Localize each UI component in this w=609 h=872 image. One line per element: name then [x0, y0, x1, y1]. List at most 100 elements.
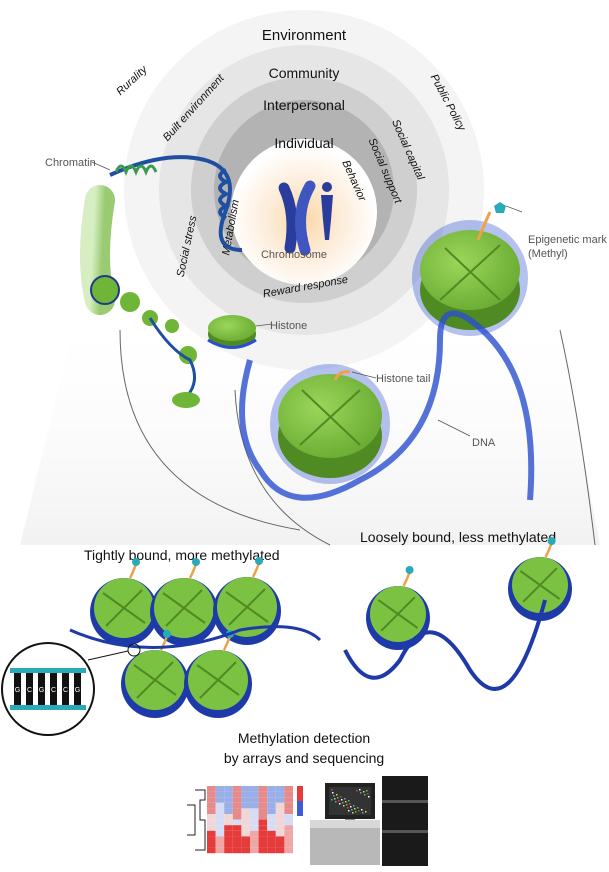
- heatmap-cell: [275, 802, 285, 809]
- heatmap-cell: [275, 830, 285, 837]
- heatmap-cell: [241, 842, 250, 848]
- methyl-mark-icon: [192, 558, 200, 566]
- heatmap-cell: [258, 808, 268, 814]
- heatmap-cell: [207, 797, 216, 803]
- sequencer-dot: [350, 806, 352, 808]
- loose-nucleosome: [508, 537, 572, 621]
- heatmap-cell: [275, 847, 285, 854]
- heatmap-cell: [250, 819, 259, 826]
- heatmap-cell: [258, 819, 268, 826]
- heatmap-cell: [224, 830, 233, 837]
- heatmap-cell: [215, 791, 225, 798]
- heatmap-cell: [224, 847, 233, 854]
- heatmap-cell: [284, 819, 293, 826]
- tight-cluster: [90, 557, 281, 718]
- sequencer-dot: [332, 792, 334, 794]
- heatmap-cell: [207, 830, 216, 837]
- heatmap-cell: [267, 836, 276, 842]
- heatmap-cell: [250, 830, 259, 837]
- sequencer-dot: [337, 797, 339, 799]
- sequencer-dot: [363, 791, 365, 793]
- heatmap-cell: [207, 825, 216, 831]
- base-pair: [74, 673, 81, 705]
- tight-dna-path: [69, 625, 322, 649]
- heatmap-cell: [241, 814, 250, 820]
- heatmap-cell: [207, 791, 216, 798]
- label-community: Community: [269, 65, 340, 81]
- base-letter: C: [51, 687, 56, 694]
- heatmap-cell: [232, 791, 242, 798]
- dna-strand: [239, 310, 535, 501]
- sequencer-dot: [351, 809, 353, 811]
- heatmap-cell: [250, 842, 259, 848]
- sequencer-dot: [355, 811, 357, 813]
- heatmap-cell: [284, 791, 293, 798]
- sequencer-dot: [338, 800, 340, 802]
- label-epigenetic-mark-methyl: (Methyl): [528, 248, 568, 260]
- heatmap-cell: [207, 836, 216, 842]
- heatmap-cell: [232, 830, 242, 837]
- sequencer-dot: [347, 807, 349, 809]
- heatmap-cell: [284, 836, 293, 842]
- heatmap-cell: [258, 802, 268, 809]
- chromatin-fiber-icon: [80, 155, 243, 396]
- heatmap-cell: [267, 808, 276, 814]
- zoom-line-right: [559, 329, 596, 546]
- heatmap-cell: [258, 842, 268, 848]
- heatmap-cell: [267, 825, 276, 831]
- heatmap-cell: [207, 842, 216, 848]
- sequencer-dot: [343, 805, 345, 807]
- label-chromosome: Chromosome: [261, 249, 327, 261]
- sequencer-dot: [356, 790, 358, 792]
- heatmap-cell: [232, 814, 242, 820]
- tight-nucleosome: [90, 558, 158, 646]
- sequencer-dot: [334, 798, 336, 800]
- heatmap-cell: [275, 786, 285, 792]
- tight-nucleosome: [121, 630, 189, 718]
- zoom-line-mid: [234, 389, 331, 546]
- heatmap-cell: [250, 814, 259, 820]
- heatmap-cell: [224, 842, 233, 848]
- base-pair: [26, 673, 33, 705]
- heatmap-cell: [250, 836, 259, 842]
- heatmap-cell: [224, 802, 233, 809]
- heatmap-cell: [275, 814, 285, 820]
- heatmap-cell: [275, 791, 285, 798]
- heatmap-cell: [207, 847, 216, 854]
- heatmap-cell: [250, 797, 259, 803]
- sequencer-dot: [358, 810, 360, 812]
- sequencer-icon: [310, 776, 428, 866]
- label-rurality: Rurality: [114, 63, 151, 98]
- heatmap-cell: [241, 786, 250, 792]
- sequencer-dot: [348, 800, 350, 802]
- heatmap-cell: [258, 786, 268, 792]
- heatmap-cell: [267, 842, 276, 848]
- heatmap-cell: [215, 802, 225, 809]
- sequencer-dot: [361, 809, 363, 811]
- sequencer-dot: [366, 790, 368, 792]
- sequencer-dot: [357, 807, 359, 809]
- heatmap-cell: [215, 819, 225, 826]
- label-individual: Individual: [274, 135, 333, 151]
- heatmap-cell: [275, 797, 285, 803]
- sequencer-dot: [331, 799, 333, 801]
- heatmap-cell: [224, 797, 233, 803]
- heatmap-cell: [267, 814, 276, 820]
- heatmap-cell: [267, 791, 276, 798]
- heatmap-cell: [258, 847, 268, 854]
- large-nucleosome-bottom: [270, 364, 390, 484]
- sequencer-dot: [359, 789, 361, 791]
- methyl-mark-icon: [163, 630, 171, 638]
- detection-line2: by arrays and sequencing: [224, 750, 384, 766]
- sequencer-dot: [364, 794, 366, 796]
- heatmap-cell: [267, 819, 276, 826]
- sequencer-dot: [340, 796, 342, 798]
- sequencer-dot: [339, 803, 341, 805]
- methyl-mark-icon: [405, 566, 414, 574]
- heatmap-cell: [284, 830, 293, 837]
- heatmap-cell: [215, 814, 225, 820]
- heatmap-cell: [258, 791, 268, 798]
- sequencer-dot: [349, 803, 351, 805]
